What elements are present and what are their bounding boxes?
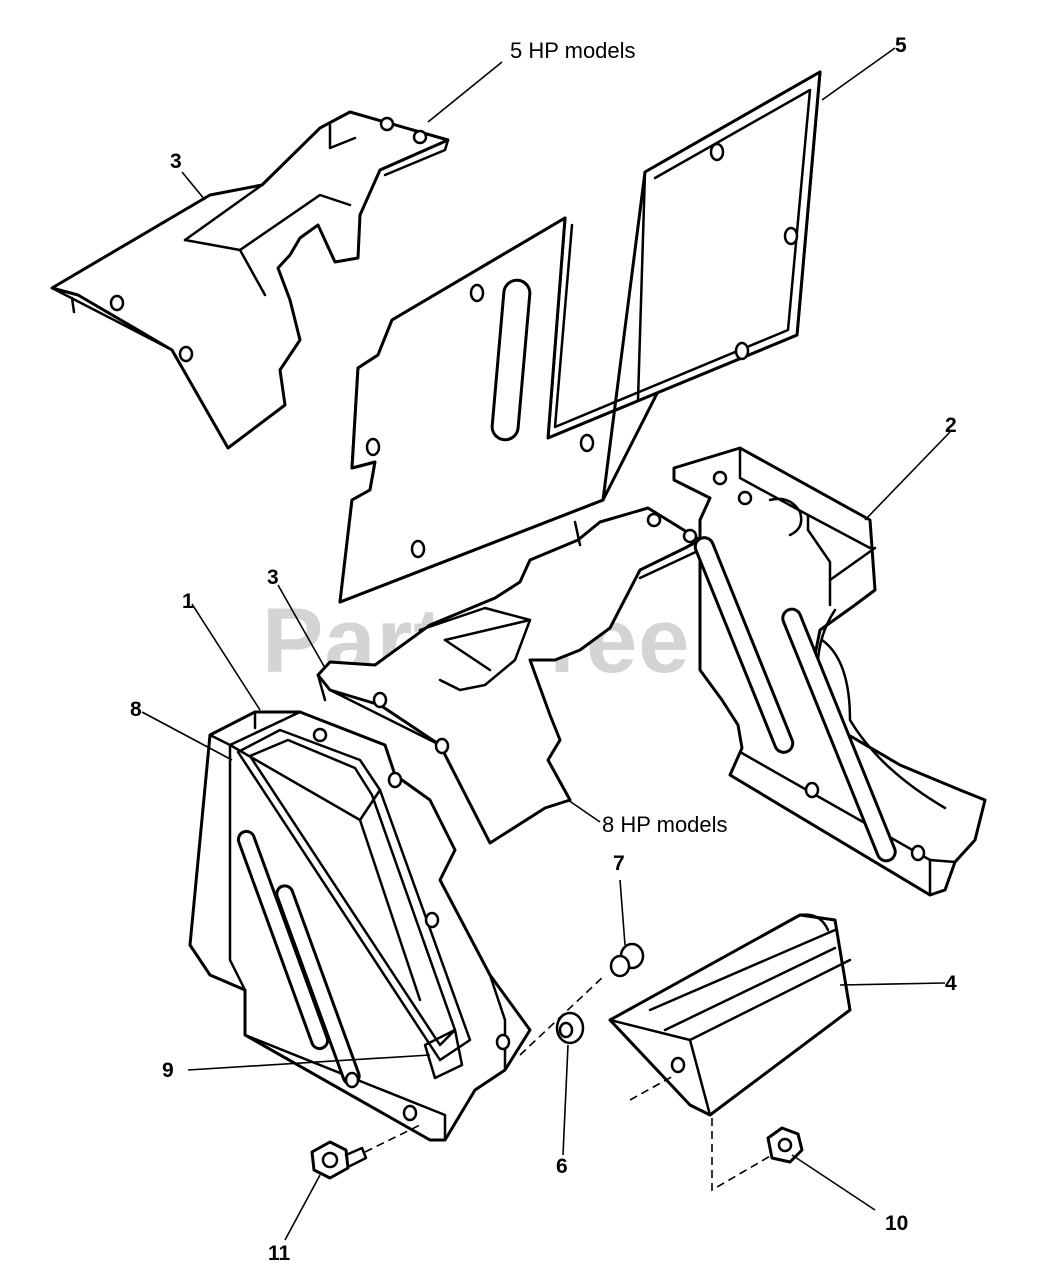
part-5-plate[interactable]: [338, 70, 822, 604]
callout-5: 5: [895, 34, 907, 57]
callout-6: 6: [556, 1155, 568, 1178]
callout-10: 10: [885, 1212, 908, 1235]
assembly-line-wedge: [629, 1074, 676, 1101]
part-6-grommet[interactable]: [555, 1011, 585, 1045]
part-10-nut[interactable]: [766, 1126, 804, 1164]
part-2-right-housing[interactable]: [672, 446, 987, 897]
callout-7: 7: [613, 852, 625, 875]
part-1-left-housing[interactable]: [188, 710, 532, 1142]
part-7-clip[interactable]: [609, 942, 645, 978]
callout-3-top: 3: [170, 150, 182, 173]
callout-11: 11: [268, 1242, 291, 1265]
note-5hp-models: 5 HP models: [510, 38, 636, 63]
assembly-line-bolt: [364, 1124, 421, 1153]
part-4-wedge-block[interactable]: [608, 913, 852, 1117]
assembly-line-nut: [711, 1118, 773, 1192]
callout-8: 8: [130, 698, 142, 721]
callout-1: 1: [182, 590, 194, 613]
part-3-baffle-5hp[interactable]: [50, 110, 450, 450]
callout-4: 4: [945, 972, 957, 995]
callout-2: 2: [945, 414, 957, 437]
note-8hp-models: 8 HP models: [602, 812, 728, 837]
callout-9: 9: [162, 1059, 174, 1082]
part-11-bolt[interactable]: [310, 1140, 368, 1180]
leader-lines: [141, 47, 951, 1241]
assembly-line-grommet: [519, 974, 606, 1056]
callout-3-mid: 3: [267, 566, 279, 589]
